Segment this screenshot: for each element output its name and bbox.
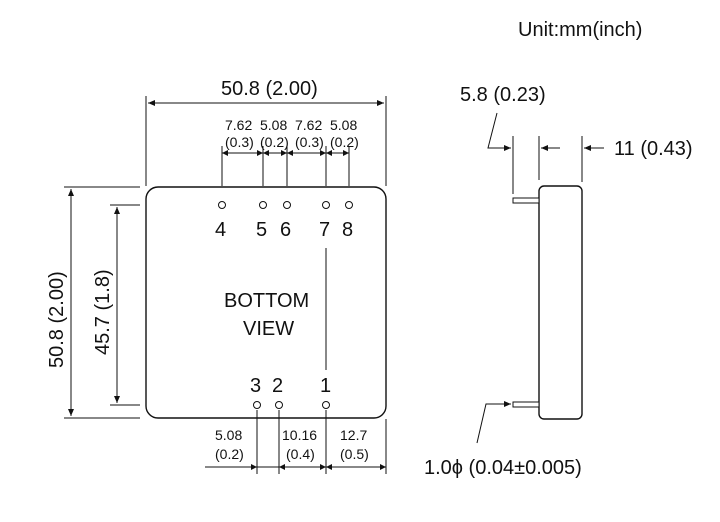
overall-height-label: 50.8 (2.00)	[46, 271, 68, 368]
pin-4-label: 4	[215, 219, 226, 241]
bottom-view-label-line2: VIEW	[243, 318, 294, 340]
unit-label: Unit:mm(inch)	[518, 19, 642, 41]
top-spacing-1-inch: (0.3)	[225, 134, 254, 150]
bottom-spacing-3-mm: 12.7	[340, 427, 367, 443]
pin-8-hole	[345, 201, 353, 209]
pin-1-label: 1	[320, 375, 331, 397]
dimension-arrowheads	[222, 150, 349, 156]
leader-line	[487, 112, 511, 149]
module-body-side-view	[538, 185, 583, 420]
pin-1-hole	[322, 401, 330, 409]
top-spacing-3-mm: 7.62	[295, 117, 322, 133]
top-spacing-4-inch: (0.2)	[330, 134, 359, 150]
pin-4-hole	[218, 201, 226, 209]
top-spacing-3-inch: (0.3)	[295, 134, 324, 150]
side-pin-top	[512, 197, 540, 204]
thickness-label: 11 (0.43)	[614, 138, 693, 160]
overall-width-label: 50.8 (2.00)	[221, 78, 318, 100]
pin-5-label: 5	[256, 219, 267, 241]
pin-7-hole	[322, 201, 330, 209]
pin-3-label: 3	[250, 375, 261, 397]
pin-diameter-label: 1.0ϕ (0.04±0.005)	[424, 457, 582, 479]
pin-3-hole	[253, 401, 261, 409]
bottom-spacing-2-inch: (0.4)	[286, 446, 315, 462]
pin-6-label: 6	[280, 219, 291, 241]
bottom-spacing-2-mm: 10.16	[282, 427, 317, 443]
bottom-view-label-line1: BOTTOM	[224, 290, 309, 312]
side-pin-bottom	[512, 401, 540, 408]
dimension-arrowheads	[251, 464, 386, 470]
pin-2-hole	[275, 401, 283, 409]
pin-2-label: 2	[272, 375, 283, 397]
pin-row-height-label: 45.7 (1.8)	[92, 269, 114, 355]
top-spacing-2-inch: (0.2)	[260, 134, 289, 150]
top-spacing-2-mm: 5.08	[260, 117, 287, 133]
pin-8-label: 8	[342, 219, 353, 241]
top-spacing-1-mm: 7.62	[225, 117, 252, 133]
pin-5-hole	[259, 201, 267, 209]
bottom-spacing-1-inch: (0.2)	[215, 446, 244, 462]
pin-length-label: 5.8 (0.23)	[460, 84, 546, 106]
pin-6-hole	[283, 201, 291, 209]
bottom-spacing-3-inch: (0.5)	[340, 446, 369, 462]
pin-7-label: 7	[319, 219, 330, 241]
top-spacing-4-mm: 5.08	[330, 117, 357, 133]
leader-line	[476, 403, 511, 444]
bottom-spacing-1-mm: 5.08	[215, 427, 242, 443]
